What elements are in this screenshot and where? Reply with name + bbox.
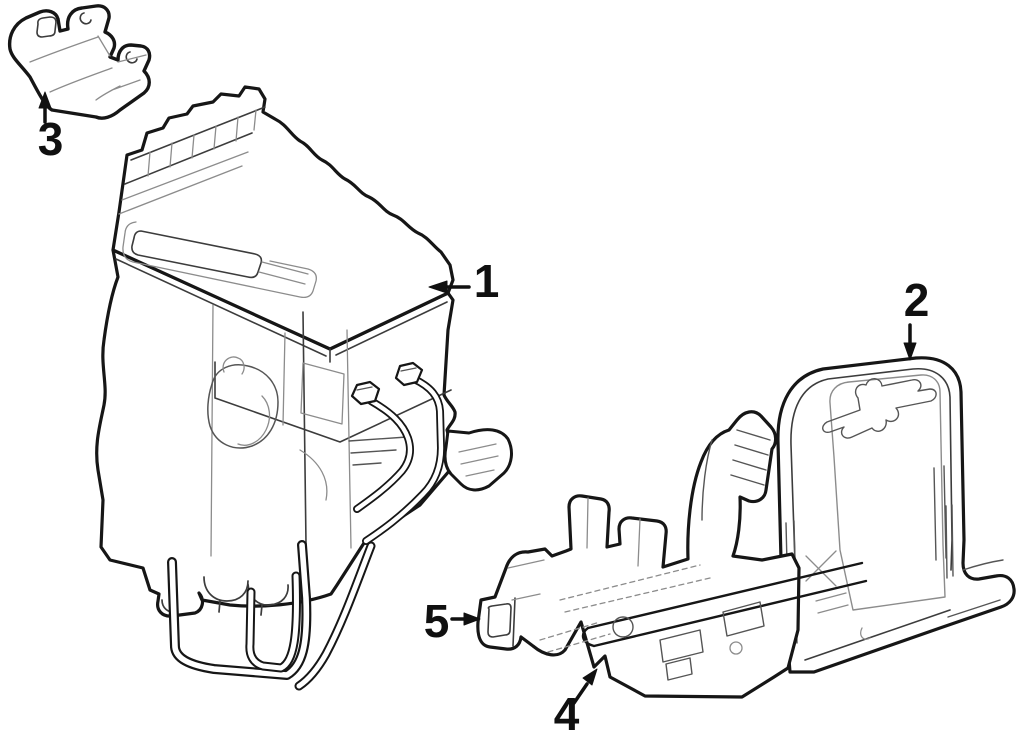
part-2-x-detail bbox=[805, 550, 871, 640]
part-4-tower-ribs bbox=[701, 429, 771, 521]
part-1-foot-hatching bbox=[458, 443, 499, 477]
callout-arrow-1 bbox=[428, 280, 471, 294]
part-3-fold-lines bbox=[29, 35, 147, 101]
part-1-tube-loops bbox=[167, 540, 376, 691]
callout-arrow-4 bbox=[572, 668, 598, 705]
callout-arrow-3 bbox=[38, 91, 52, 124]
part-1-face-hatching bbox=[348, 436, 408, 466]
part-1-cover-slot-rim bbox=[122, 221, 317, 299]
part-4-bolt-hole bbox=[612, 616, 634, 638]
part-1-box-seams bbox=[214, 311, 452, 545]
part-4-small-blocks bbox=[659, 601, 765, 681]
callout-arrows bbox=[38, 91, 917, 705]
part-3-hook-top bbox=[79, 12, 92, 25]
part-2-clip bbox=[822, 378, 937, 439]
part-4-stud-head bbox=[729, 641, 743, 655]
part-4-rail-lines bbox=[539, 564, 711, 653]
part-1-ridge-lines bbox=[124, 106, 266, 185]
part-4-lower-bracket bbox=[476, 410, 868, 699]
part-1-abs-module bbox=[95, 85, 513, 691]
part-1-hex-facets bbox=[356, 367, 417, 391]
part-3-hook-side bbox=[125, 51, 138, 64]
part-2-inner-edge bbox=[790, 368, 953, 661]
callout-5-label: 5 bbox=[423, 595, 450, 647]
part-1-hex-fitting-b bbox=[394, 361, 424, 387]
part-1-ridge-detail bbox=[118, 109, 257, 215]
callout-arrow-5 bbox=[450, 612, 481, 626]
part-3-hole bbox=[36, 16, 57, 38]
part-4-block-facets bbox=[507, 497, 641, 601]
part-1-cover-slot bbox=[131, 230, 263, 279]
callout-arrow-2 bbox=[903, 323, 917, 361]
callout-1-label: 1 bbox=[473, 255, 500, 307]
part-3-outline bbox=[7, 4, 152, 120]
part-2-outline bbox=[776, 356, 1016, 674]
part-1-brake-pipes bbox=[353, 375, 445, 545]
part-1-hex-fitting-a bbox=[350, 380, 381, 406]
callout-3-label: 3 bbox=[37, 113, 64, 165]
part-1-pump-inner-arc bbox=[222, 356, 271, 446]
part-2-inner-panel bbox=[829, 374, 946, 611]
part-1-cylinder-bosses bbox=[161, 576, 289, 616]
callout-4-label: 4 bbox=[553, 688, 580, 740]
part-4-end-slot bbox=[487, 597, 516, 647]
part-2-right-bracket bbox=[776, 356, 1016, 674]
callout-2-label: 2 bbox=[903, 274, 930, 326]
part-3-upper-bracket bbox=[7, 4, 152, 120]
part-4-cylinder-bar bbox=[581, 561, 868, 648]
part-2-foot-lines bbox=[947, 559, 1004, 618]
part-1-cover-thickness bbox=[115, 258, 448, 363]
part-1-cover-outline bbox=[111, 85, 455, 351]
